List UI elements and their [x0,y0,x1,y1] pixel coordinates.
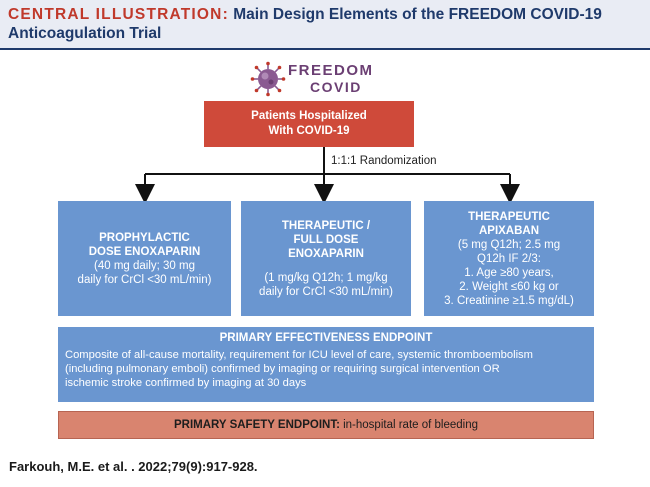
patients-line-1: Patients Hospitalized [251,110,367,122]
effectiveness-endpoint-box: PRIMARY EFFECTIVENESS ENDPOINT Composite… [58,327,594,402]
header-title-line-2: Anticoagulation Trial [8,25,162,42]
arm-2-detail-line-1: (1 mg/kg Q12h; 1 mg/kg [264,271,388,284]
safety-label: PRIMARY SAFETY ENDPOINT: [173,419,340,431]
arm-prophylactic-enoxaparin: PROPHYLACTIC DOSE ENOXAPARIN (40 mg dail… [58,201,231,316]
arm-2-detail-line-2: daily for CrCl <30 mL/min) [259,285,393,298]
safety-endpoint-box: PRIMARY SAFETY ENDPOINT: in-hospital rat… [58,411,594,439]
arm-therapeutic-apixaban: THERAPEUTIC APIXABAN (5 mg Q12h; 2.5 mg … [424,201,594,316]
effectiveness-line-2: (including pulmonary emboli) confirmed b… [65,363,500,375]
arm-1-detail-line-1: (40 mg daily; 30 mg [94,259,195,272]
virus-icon [250,61,286,97]
arm-2-title-line-1: THERAPEUTIC / [281,219,371,232]
effectiveness-line-3: ischemic stroke confirmed by imaging at … [65,377,307,389]
logo-text-covid: COVID [310,79,362,95]
arm-1-detail-line-2: daily for CrCl <30 mL/min) [77,273,212,286]
arm-2-title-line-3: ENOXAPARIN [288,247,364,260]
header-title-line-1: CENTRAL ILLUSTRATION: Main Design Elemen… [8,6,602,24]
safety-text: in-hospital rate of bleeding [339,419,478,431]
citation: Farkouh, M.E. et al. . 2022;79(9):917-92… [9,459,258,474]
arm-3-detail-line-5: 3. Creatinine ≥1.5 mg/dL) [444,294,574,307]
arm-3-title-line-2: APIXABAN [478,224,540,237]
logo-text-freedom: FREEDOM [288,62,374,79]
freedom-covid-logo: FREEDOM COVID [248,60,418,98]
arm-2-title-line-2: FULL DOSE [293,233,359,246]
patients-line-2: With COVID-19 [268,125,350,137]
arm-3-title-line-1: THERAPEUTIC [468,210,550,223]
effectiveness-line-1: Composite of all-cause mortality, requir… [65,349,533,361]
title-text: Main Design Elements of the FREEDOM COVI… [233,6,602,23]
arm-1-title-line-2: DOSE ENOXAPARIN [88,245,201,258]
patients-box: Patients Hospitalized With COVID-19 [204,101,414,147]
arm-3-detail-line-2: Q12h IF 2/3: [477,252,541,265]
header-banner: CENTRAL ILLUSTRATION: Main Design Elemen… [0,0,650,50]
effectiveness-title: PRIMARY EFFECTIVENESS ENDPOINT [219,332,433,344]
arm-3-detail-line-1: (5 mg Q12h; 2.5 mg [457,238,561,251]
arm-3-detail-line-3: 1. Age ≥80 years, [464,266,554,279]
arm-therapeutic-enoxaparin: THERAPEUTIC / FULL DOSE ENOXAPARIN (1 mg… [241,201,411,316]
arm-1-title-line-1: PROPHYLACTIC [99,231,190,244]
arm-3-detail-line-4: 2. Weight ≤60 kg or [459,280,559,293]
central-illustration-tag: CENTRAL ILLUSTRATION: [8,6,229,23]
randomization-label: 1:1:1 Randomization [331,155,437,167]
